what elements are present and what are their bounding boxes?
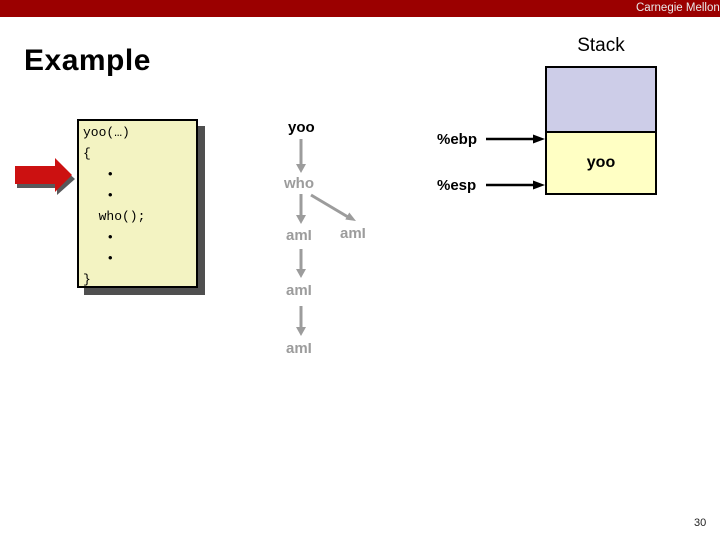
code-box: yoo(…) { • • who(); • •} — [77, 119, 198, 288]
code-line: { — [83, 146, 91, 161]
call-chain-node-ami-1: amI — [286, 227, 312, 244]
call-arrow-who-ami-diagonal-icon — [310, 193, 356, 221]
call-arrow-yoo-who-icon — [296, 139, 306, 173]
header-banner: Carnegie Mellon — [0, 0, 720, 17]
code-line: • — [83, 167, 115, 182]
call-arrow-ami-ami2-icon — [296, 306, 306, 336]
call-arrow-who-ami-icon — [296, 194, 306, 224]
code-line: } — [83, 272, 91, 287]
stack-title: Stack — [577, 35, 625, 56]
register-label-esp: %esp — [437, 177, 477, 194]
red-pointer-arrow-icon — [15, 158, 75, 195]
institution-label: Carnegie Mellon — [636, 2, 720, 14]
code-line: yoo(…) — [83, 125, 130, 140]
code-line: • — [83, 188, 115, 203]
call-chain-node-ami-3: amI — [286, 282, 312, 299]
call-arrow-ami-ami-icon — [296, 249, 306, 278]
esp-pointer-arrow-icon — [486, 180, 545, 190]
stack-frame-yoo-label: yoo — [586, 154, 616, 171]
page-title: Example — [24, 44, 151, 77]
code-line: who(); — [83, 209, 146, 224]
stack-frame-yoo: yoo — [545, 131, 657, 195]
code-line: • — [83, 230, 115, 245]
call-chain-node-ami-2: amI — [340, 225, 366, 242]
register-label-ebp: %ebp — [437, 131, 478, 148]
call-chain-node-ami-4: amI — [286, 340, 312, 357]
ebp-pointer-arrow-icon — [486, 134, 545, 144]
register-pointer-arrows — [486, 134, 545, 190]
call-chain-node-yoo: yoo — [288, 119, 315, 136]
page-number: 30 — [694, 517, 707, 529]
stack-frame-caller — [545, 66, 657, 133]
code-line: • — [83, 251, 115, 266]
call-chain-node-who: who — [284, 175, 314, 192]
